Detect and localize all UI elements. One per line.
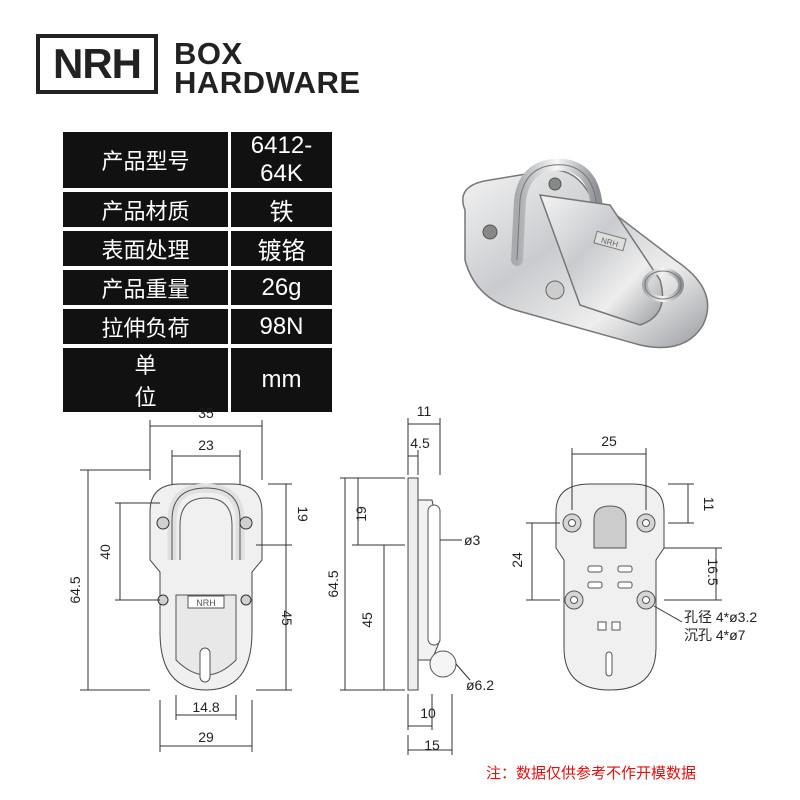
dim-front-inner-width: 23 — [198, 437, 214, 453]
spec-label: 单位 — [63, 348, 231, 412]
dim-side-plate: 4.5 — [410, 435, 430, 451]
spec-row: 单位 mm — [63, 348, 332, 412]
footnote: 注：数据仅供参考不作开模数据 — [486, 764, 697, 782]
dim-front-width: 35 — [198, 405, 214, 421]
lever-engraving: NRH — [600, 236, 619, 249]
brand-line-2: HARDWARE — [174, 65, 361, 100]
dim-side-base: 15 — [424, 737, 440, 753]
dim-front-slot-width: 14.8 — [192, 699, 219, 715]
front-view — [80, 420, 292, 752]
spec-row: 表面处理 镀铬 — [63, 231, 332, 266]
dim-front-lower-part: 45 — [279, 610, 295, 626]
dim-side-ring-dia: ø6.2 — [466, 677, 494, 693]
spec-value: 98N — [231, 309, 332, 344]
spec-row: 产品型号 6412-64K — [63, 132, 332, 188]
back-view — [526, 448, 722, 691]
dim-side-top-offset: 19 — [353, 506, 369, 522]
spec-label: 拉伸负荷 — [63, 309, 231, 344]
dim-front-top-offset: 19 — [295, 506, 311, 522]
spec-row: 产品重量 26g — [63, 270, 332, 305]
dim-side-ring-offset: 10 — [420, 705, 436, 721]
brand-line-1: BOX — [174, 36, 243, 71]
product-photo: NRH — [462, 158, 709, 349]
dim-back-hole-spacing-x: 25 — [601, 433, 617, 449]
spec-label: 产品材质 — [63, 192, 231, 227]
hole-note-2: 沉孔 4*ø7 — [684, 627, 746, 643]
dim-back-lower-offset: 16.5 — [705, 558, 721, 585]
spec-row: 产品材质 铁 — [63, 192, 332, 227]
dim-side-lower-part: 45 — [359, 612, 375, 628]
brand-logo: NRH — [36, 34, 158, 94]
dim-side-thickness: 11 — [417, 403, 432, 419]
spec-value: mm — [231, 348, 332, 412]
spec-value: 6412-64K — [231, 132, 332, 188]
latch-lever: NRH — [538, 194, 664, 326]
logo-text: NRH — [53, 40, 142, 87]
latch-ring — [642, 268, 684, 302]
side-view — [340, 418, 471, 755]
dim-back-top-offset: 11 — [701, 497, 717, 512]
spec-label: 产品重量 — [63, 270, 231, 305]
latch-bail — [511, 158, 604, 266]
spec-label: 产品型号 — [63, 132, 231, 188]
front-engraving: NRH — [196, 598, 216, 608]
pivot-rivet — [545, 280, 565, 300]
spec-table: 产品型号 6412-64K 产品材质 铁 表面处理 镀铬 产品重量 26g 拉伸… — [63, 128, 332, 416]
dim-side-height: 64.5 — [325, 570, 341, 597]
dim-side-pin-dia: ø3 — [464, 532, 481, 548]
dim-back-hole-spacing-y: 24 — [509, 552, 525, 568]
dim-front-hole-spacing: 40 — [97, 544, 113, 560]
dim-front-height: 64.5 — [67, 576, 83, 603]
spec-value: 铁 — [231, 192, 332, 227]
spec-label: 表面处理 — [63, 231, 231, 266]
spec-row: 拉伸负荷 98N — [63, 309, 332, 344]
spec-value: 镀铬 — [231, 231, 332, 266]
spec-value: 26g — [231, 270, 332, 305]
dim-front-base-width: 29 — [198, 729, 214, 745]
hole-note-1: 孔径 4*ø3.2 — [684, 609, 757, 625]
